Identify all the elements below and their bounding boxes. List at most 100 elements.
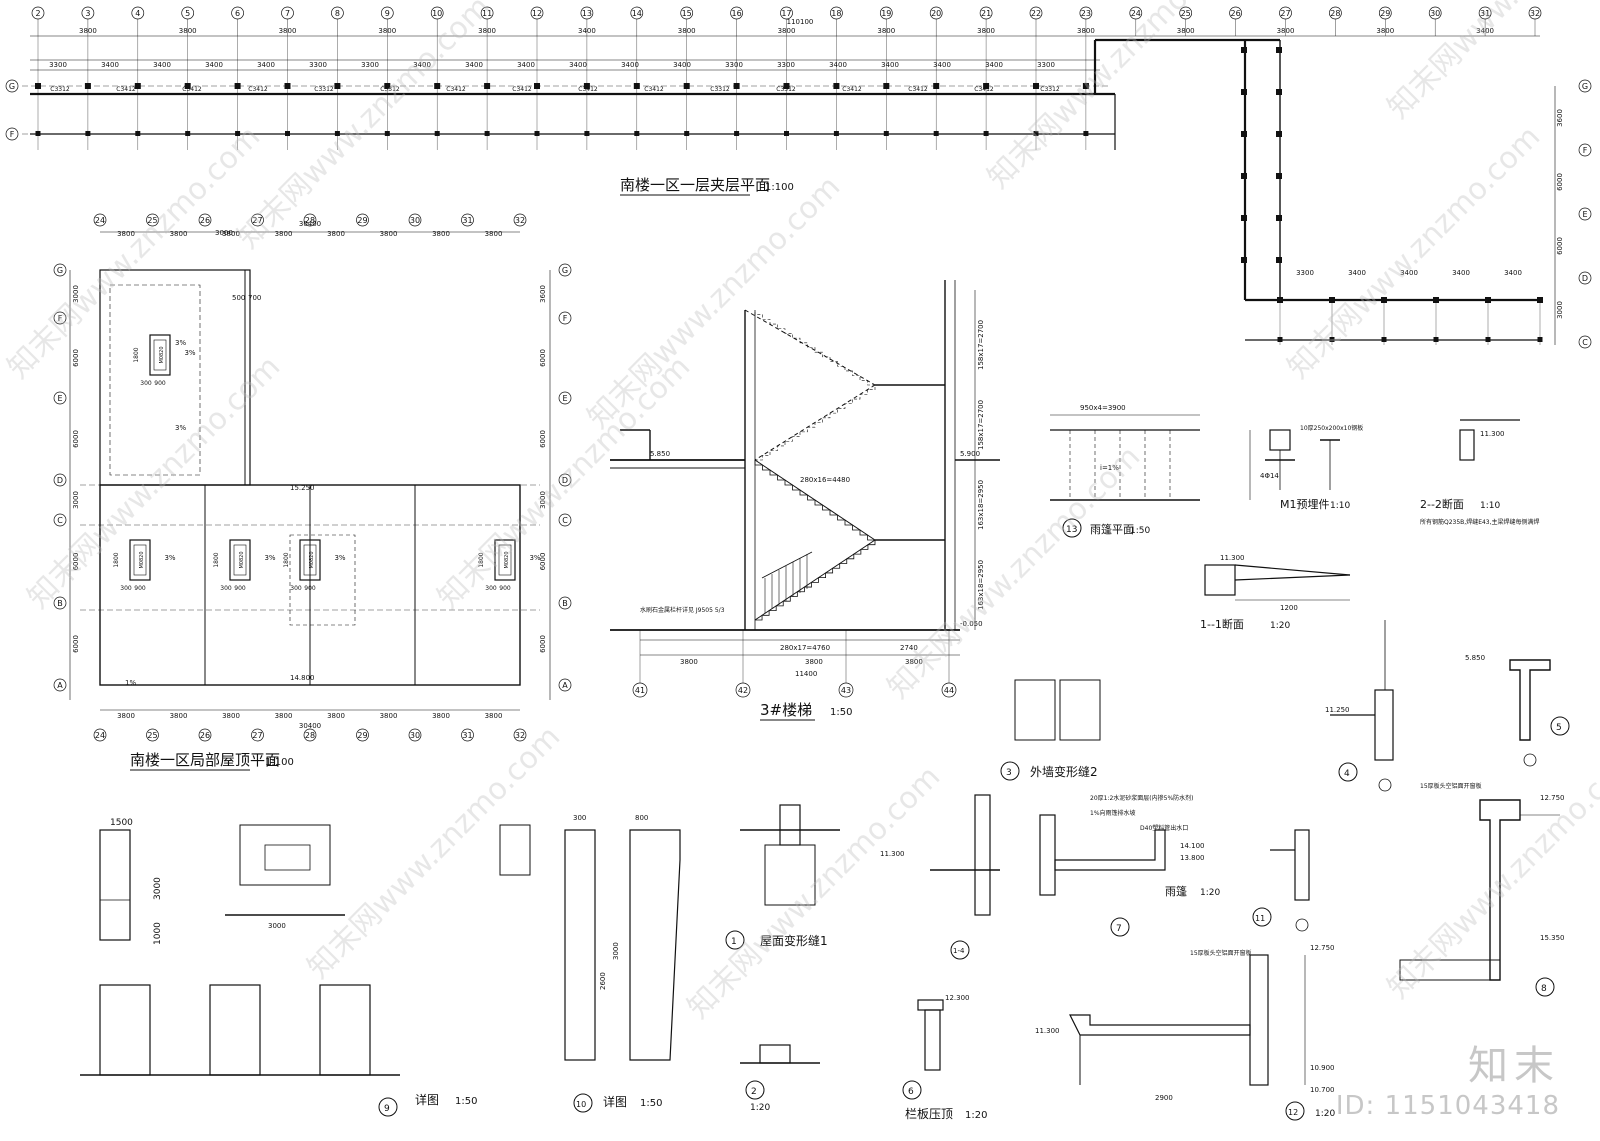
roof-joint-detail [740,804,840,906]
row-bubble [5,127,19,141]
row-label: E [562,394,567,403]
plan-span-dim: 3800 [279,27,297,35]
stair-title: 3#楼梯 [760,701,812,719]
axis-label: 2 [35,9,40,18]
axis-label: 15 [682,9,692,18]
plan-sub-span-dim: 3400 [257,61,275,69]
hatch-w: 900 [499,585,511,592]
floor-plan-scale: 1:100 [765,182,794,193]
axis-label: 26 [1231,9,1241,18]
detail12-dim: 2900 [1155,1094,1173,1102]
plan-span-dim: 3800 [1376,27,1394,35]
axis-bubble [513,728,527,742]
roof-elev-top: 15.250 [290,484,315,492]
roof-total-dim: 30400 [299,722,321,730]
hatch-inner [233,544,247,576]
axis-bubble [198,728,212,742]
plan-span-dim: 3800 [1177,27,1195,35]
row-label: D [57,476,63,485]
detail-1-4 [930,794,1000,916]
axis-label: 29 [357,731,367,740]
axis-label: 10 [432,9,442,18]
row-bubble [558,391,572,405]
s11-scale: 1:20 [1270,621,1290,631]
plan-span-dim: 3800 [378,27,396,35]
axis-label: 24 [95,216,105,225]
plan-sub-span-dim: 3400 [621,61,639,69]
axis-label: 26 [200,731,210,740]
roof-span-dim: 3800 [275,230,293,238]
wing-column [1241,47,1247,53]
parapet-title: 栏板压顶 [905,1106,953,1121]
row-bubble [558,596,572,610]
marker-8-circle [1535,977,1555,997]
hatch-w: 900 [304,585,316,592]
axis-label: 24 [1131,9,1141,18]
roof-span-dim: 3800 [170,712,188,720]
plan-span-dim: 3400 [1476,27,1494,35]
canopy-slope: 1%向雨篷排水坡 [1090,809,1136,817]
detail10-scale: 1:50 [640,1098,662,1109]
row-label: E [57,394,62,403]
stair-railing [761,551,813,613]
marker-10-circle [573,1093,593,1113]
hatch-label: M0820 [309,551,315,568]
row-label: G [1582,82,1588,91]
embed-scale: 1:10 [1330,501,1350,511]
roof-top-dim: 3000 [215,229,233,237]
parapet-scale: 1:20 [965,1110,987,1121]
roof-total-dim: 30400 [299,220,321,228]
axis-bubble [356,728,369,742]
row-bubble [53,263,67,277]
floor-plan-title: 南楼一区一层夹层平面 [620,176,770,194]
axis-label: 5 [185,9,190,18]
axis-label: 42 [738,686,748,695]
row-label: G [9,82,15,91]
embed-note: 10厚250x200x10钢板 [1300,424,1363,432]
axis-label: 23 [1081,9,1091,18]
axis-label: 27 [252,731,262,740]
hatch-slope: 3% [529,554,540,562]
detail-11 [1270,829,1310,932]
embed-bar: 4Φ14 [1260,472,1279,480]
row-bubble [53,596,67,610]
row-bubble [558,513,572,527]
row-bubble [1578,143,1592,157]
plan-sub-span-dim: 3400 [829,61,847,69]
wing-column [1241,131,1247,137]
window-tag: C3412 [248,86,268,93]
roof-right-dim: 6000 [539,635,547,653]
stair-span-2: 3800 [805,658,823,666]
row-bubble [53,513,67,527]
roof-span-dim: 3800 [380,230,398,238]
hatch-dim: 1800 [113,552,120,567]
detail8-note-a: 15厚板头空铝面开窗板 [1420,782,1482,790]
hatch-box [229,539,251,581]
hatch-label: M0820 [159,346,165,363]
plan-span-dim: 3800 [977,27,995,35]
row-label: G [562,266,568,275]
plan-span-dim: 3800 [179,27,197,35]
hatch-inner [498,544,512,576]
detail-5 [1509,659,1551,767]
window-tag: C3312 [50,86,70,93]
hatch-dim: 1800 [283,552,290,567]
marker-12: 12 [1288,1108,1298,1117]
detail8-elev-2: 15.350 [1540,934,1565,942]
hatch-slope: 3% [164,554,175,562]
roof-span-dim: 3800 [485,230,503,238]
stair-rise-c: 163x18=2950 [977,480,985,530]
axis-label: 14 [632,9,642,18]
row-label: D [1582,274,1588,283]
wing-column [1276,131,1282,137]
detail12-note: 15厚板头空铝面开窗板 [1190,949,1252,957]
window-tag: C3412 [842,86,862,93]
hatch-dim: 1800 [133,347,140,362]
plan-span-dim: 3800 [79,27,97,35]
wing-span-dim: 3300 [1296,269,1314,277]
s22-scale: 1:10 [1480,501,1500,511]
detail-6 [917,999,944,1071]
detail12-elev-mid: 10.900 [1310,1064,1335,1072]
roof-side-dim: 3000 [72,491,80,509]
